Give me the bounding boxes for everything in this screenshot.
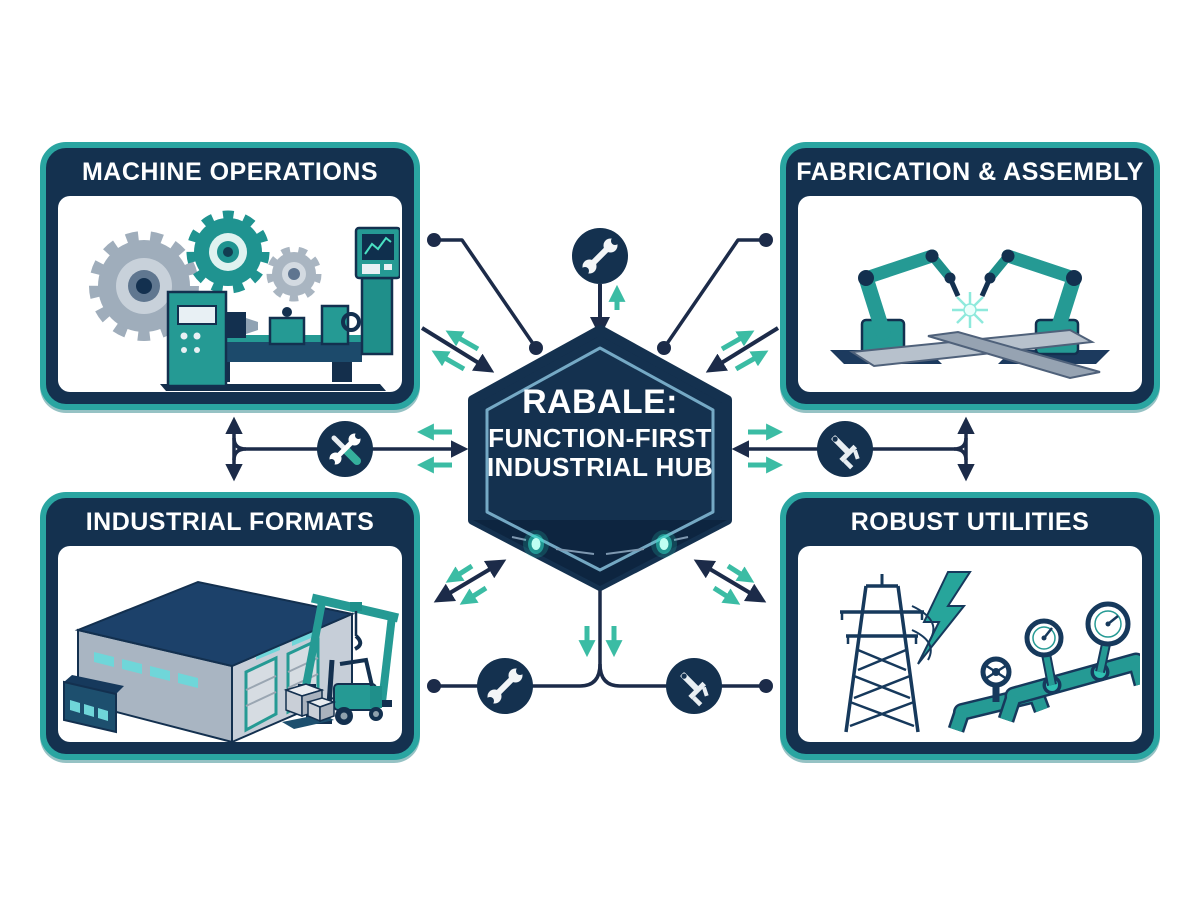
link-top-right	[657, 233, 773, 355]
hub-status-lights	[511, 530, 689, 558]
connector-left	[225, 416, 469, 482]
flow-top-left	[420, 326, 495, 373]
welding-spark	[952, 292, 988, 328]
power-pylon	[840, 574, 924, 733]
pipe-gauge-assembly	[997, 601, 1140, 723]
card-title-fabrication-assembly: FABRICATION & ASSEMBLY	[796, 157, 1144, 186]
lathe-machine	[160, 290, 386, 391]
lightning-bolt-icon	[917, 571, 972, 665]
robust-utilities-illustration	[840, 571, 1140, 733]
warehouse-building	[63, 580, 356, 742]
hub-title-line3: INDUSTRIAL HUB	[486, 452, 714, 483]
card-title-machine-operations: MACHINE OPERATIONS	[81, 157, 379, 186]
connector-top-center	[572, 228, 628, 337]
card-fabrication-assembly: FABRICATION & ASSEMBLY	[780, 142, 1160, 410]
card-title-robust-utilities: ROBUST UTILITIES	[850, 507, 1090, 536]
pallet-boxes	[282, 683, 337, 729]
gear-icon	[266, 246, 322, 302]
flow-bottom-right	[693, 559, 767, 605]
power-lines	[911, 605, 935, 661]
flow-top-right	[705, 326, 780, 373]
card-machine-operations: MACHINE OPERATIONS	[40, 142, 420, 410]
connector-right	[731, 416, 975, 482]
hub-title: RABALE: FUNCTION-FIRST INDUSTRIAL HUB	[470, 383, 730, 482]
hub-title-line2: FUNCTION-FIRST	[488, 423, 712, 454]
forklift	[306, 657, 383, 725]
fabrication-assembly-illustration	[830, 249, 1110, 380]
machine-operations-illustration	[89, 210, 400, 391]
card-industrial-formats: INDUSTRIAL FORMATS	[40, 492, 420, 760]
steel-i-beams	[849, 328, 1101, 380]
flow-bottom-left	[433, 559, 507, 605]
hub-title-line1: RABALE:	[522, 383, 678, 421]
card-robust-utilities: ROBUST UTILITIES	[780, 492, 1160, 760]
control-panel	[354, 226, 400, 356]
hub-base-facet	[473, 520, 727, 586]
industrial-formats-illustration	[63, 580, 400, 742]
gear-icon	[186, 210, 270, 294]
card-body-robust-utilities	[798, 546, 1142, 742]
card-title-industrial-formats: INDUSTRIAL FORMATS	[85, 507, 375, 536]
card-body-fabrication-assembly	[798, 196, 1142, 392]
card-body-industrial-formats	[58, 546, 402, 742]
connector-bottom	[427, 588, 773, 714]
card-body-machine-operations	[58, 196, 402, 392]
link-top-left	[427, 233, 543, 355]
